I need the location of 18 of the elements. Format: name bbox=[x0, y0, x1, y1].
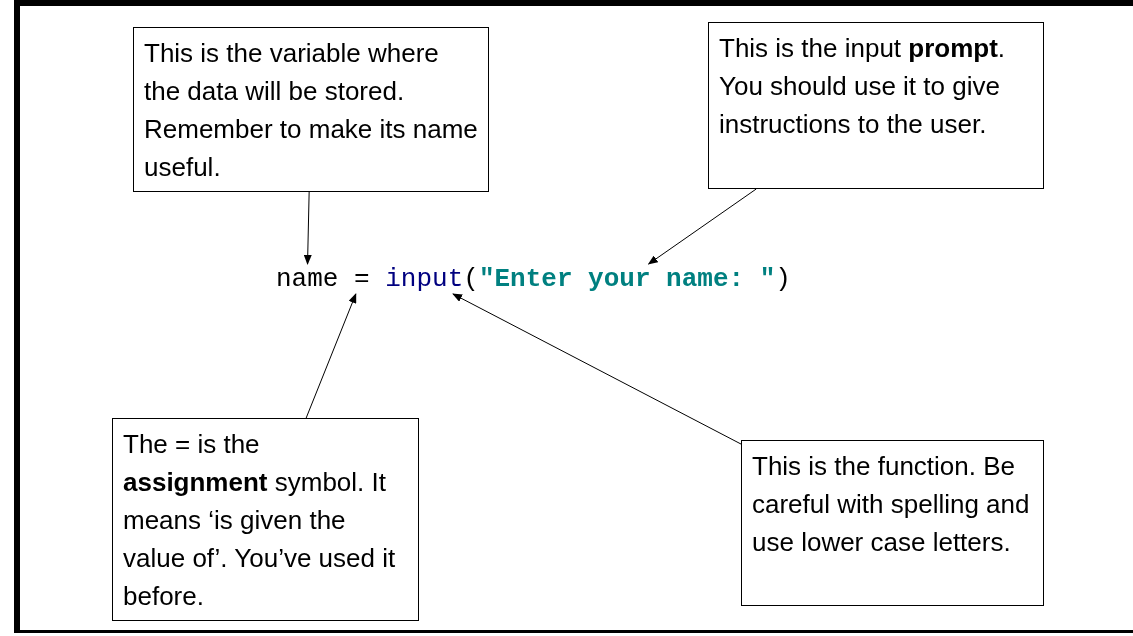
leader-line bbox=[452, 293, 742, 445]
leader-line bbox=[303, 191, 312, 265]
callout-box bbox=[708, 22, 1044, 189]
callout-box bbox=[133, 27, 489, 192]
code-token: name bbox=[276, 264, 339, 294]
code-token: "Enter your name: " bbox=[478, 264, 776, 294]
leader-line bbox=[647, 188, 757, 265]
code-token: ) bbox=[775, 264, 791, 294]
callout-text: The = is the assignment symbol. It means ‘is given the value of’. You’ve used it before. bbox=[123, 428, 397, 613]
callout-box bbox=[112, 418, 419, 621]
callout-box bbox=[741, 440, 1044, 606]
callout-text: This is the function. Be careful with spelling and use lower case letters. bbox=[752, 450, 1031, 559]
code-token: input bbox=[385, 264, 464, 294]
code-token: ( bbox=[463, 264, 479, 294]
leader-line bbox=[305, 293, 357, 419]
code-token: = bbox=[354, 264, 370, 294]
callout-text: This is the input prompt. You should use it to give instructions to the user. bbox=[719, 32, 1007, 141]
callout-text: This is the variable where the data will be stored. Remember to make its name useful. bbox=[144, 37, 478, 184]
